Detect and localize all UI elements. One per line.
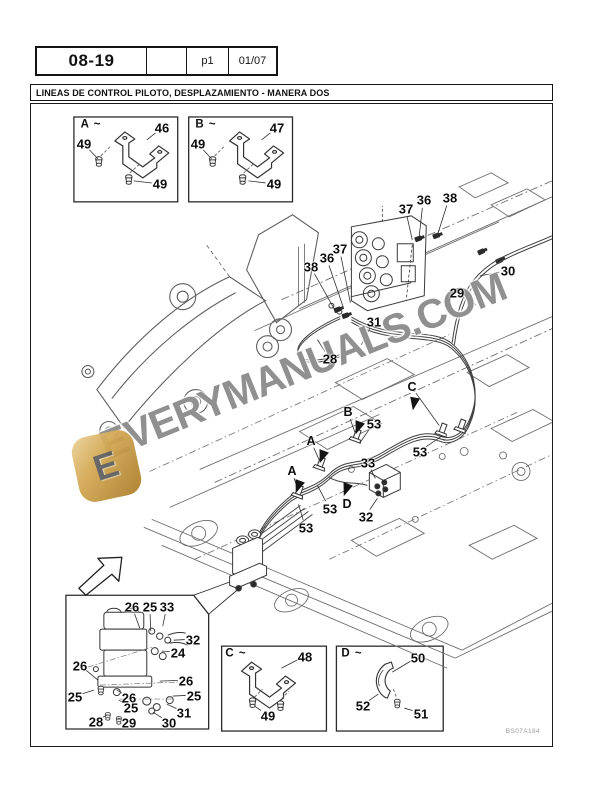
part-callout: 49 xyxy=(152,176,168,192)
part-callout: 25 xyxy=(142,599,158,615)
part-callout: 49 xyxy=(76,136,92,152)
part-callout: 33 xyxy=(360,455,376,471)
part-callout: 28 xyxy=(322,351,338,367)
part-callout: 53 xyxy=(298,520,314,536)
doc-code: 08-19 xyxy=(37,48,147,74)
part-callout: 47 xyxy=(269,120,285,136)
part-callout: 49 xyxy=(266,176,282,192)
page-label: p1 xyxy=(187,48,229,74)
part-callout: 28 xyxy=(88,714,104,730)
view-direction-arrow xyxy=(351,420,365,436)
part-callout: 33 xyxy=(159,599,175,615)
part-callout: 37 xyxy=(398,201,414,217)
part-callout: 25 xyxy=(67,689,83,705)
part-callout: 32 xyxy=(185,632,201,648)
part-callout: 25 xyxy=(123,700,139,716)
part-callout: 53 xyxy=(322,501,338,517)
part-callout: 26 xyxy=(178,673,194,689)
part-callout: 31 xyxy=(366,314,382,330)
page-number: 01/07 xyxy=(238,55,267,67)
detail-box-label: D ~ xyxy=(341,647,363,660)
view-direction-arrow xyxy=(339,482,353,498)
part-callout: D xyxy=(342,496,352,511)
part-callout: 26 xyxy=(124,599,140,615)
part-callout: 37 xyxy=(332,241,348,257)
part-callout: 29 xyxy=(121,715,137,731)
part-callout: A xyxy=(287,463,297,478)
part-callout: 30 xyxy=(161,715,177,731)
header-blank-cell xyxy=(147,48,187,74)
detail-box-label: A ~ xyxy=(80,118,102,131)
part-callout: 36 xyxy=(319,250,335,266)
detail-box-label: C ~ xyxy=(225,647,247,660)
part-callout: C xyxy=(407,379,417,394)
view-direction-arrow xyxy=(315,449,329,465)
part-callout: 26 xyxy=(72,658,88,674)
part-callout: 26 xyxy=(121,690,137,706)
header-table: 08-19 p1 01/07 xyxy=(35,46,278,76)
part-callout: 30 xyxy=(500,263,516,279)
part-callout: 49 xyxy=(190,136,206,152)
part-callout: 24 xyxy=(170,645,186,661)
part-callout: 38 xyxy=(442,190,458,206)
part-callout: 38 xyxy=(303,259,319,275)
part-callout: 48 xyxy=(297,649,313,665)
part-callout: 46 xyxy=(154,120,170,136)
part-callout: 32 xyxy=(358,509,374,525)
part-callout: 53 xyxy=(366,416,382,432)
part-callout: 36 xyxy=(416,192,432,208)
part-callout: 52 xyxy=(355,698,371,714)
detail-box-label: B ~ xyxy=(195,118,217,131)
part-callout: A xyxy=(306,433,316,448)
part-callout: 51 xyxy=(413,706,429,722)
diagram-line-art xyxy=(65,116,552,732)
part-callout: 50 xyxy=(410,650,426,666)
part-callout: 25 xyxy=(186,688,202,704)
part-callout: B xyxy=(343,404,353,419)
part-callout: 53 xyxy=(412,444,428,460)
view-direction-arrow xyxy=(407,396,421,412)
part-callout: 49 xyxy=(260,708,276,724)
view-direction-arrow xyxy=(291,479,305,495)
section-title: LINEAS DE CONTROL PILOTO, DESPLAZAMIENTO… xyxy=(30,84,553,101)
part-callout: 31 xyxy=(176,705,192,721)
part-callout: 29 xyxy=(449,285,465,301)
drawing-code: BS07A184 xyxy=(505,728,540,735)
